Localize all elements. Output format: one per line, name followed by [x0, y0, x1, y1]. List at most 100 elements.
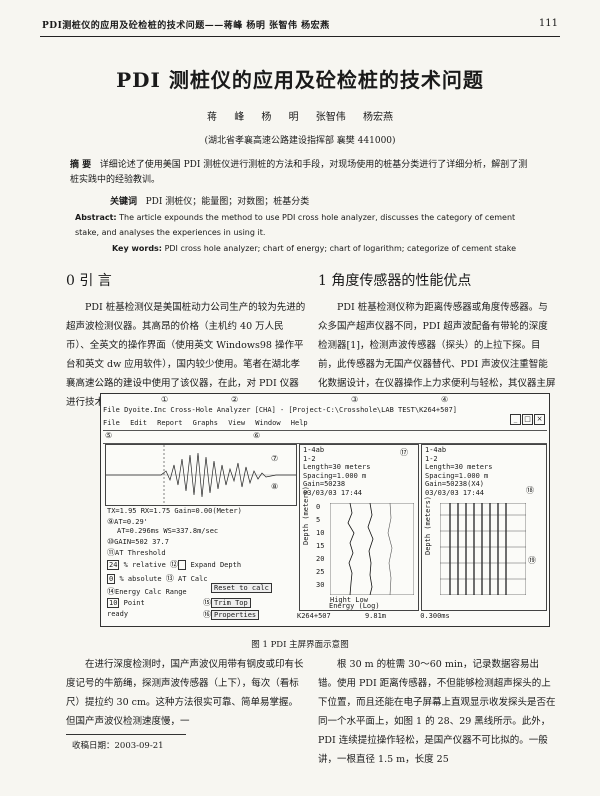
- depth-tick: 20: [316, 555, 325, 563]
- point-input[interactable]: 10: [107, 598, 120, 608]
- app-menu-bar: File Edit Report Graphs View Window Help: [103, 419, 308, 427]
- menu-report[interactable]: Report: [157, 419, 183, 427]
- callout-1: ①: [161, 395, 169, 404]
- abstract-cn: 摘 要 详细论述了使用美国 PDI 测桩仪进行测桩的方法和手段，对现场使用的桩基…: [70, 158, 530, 188]
- absolute-label: % absolute: [119, 575, 162, 583]
- figure-1-screenshot: ① ② ③ ④ File Dyoite.Inc Cross-Hole Analy…: [100, 393, 550, 627]
- abstract-en: Abstract: The article expounds the metho…: [75, 210, 530, 240]
- maximize-icon[interactable]: □: [522, 414, 533, 425]
- gain-value: GAIN=502 37.7: [114, 538, 169, 546]
- callout-11: ⑪: [107, 548, 115, 557]
- menu-file[interactable]: File: [103, 419, 120, 427]
- keywords-cn-text: PDI 测桩仪；能量图；对数图；桩基分类: [145, 197, 310, 207]
- depth-tick: 0: [316, 503, 321, 511]
- depth-axis-label-1: Depth (meters): [302, 485, 310, 545]
- relative-label: % relative: [123, 561, 166, 569]
- minimize-icon[interactable]: _: [510, 414, 521, 425]
- callout-19: ⑲: [528, 556, 536, 565]
- body-left-bottom: 在进行深度检测时，国产声波仪用带有钢皮或印有长度记号的牛筋绳，探测声波传感器（上…: [66, 659, 304, 727]
- keywords-en: Key words: PDI cross hole analyzer; char…: [112, 244, 516, 253]
- menu-window[interactable]: Window: [255, 419, 281, 427]
- params-line: TX=1.95 RX=1.75 Gain=0.00(Meter): [107, 507, 242, 515]
- waveform-plot: [105, 444, 297, 506]
- abstract-en-text: The article expounds the method to use P…: [75, 213, 516, 237]
- keywords-en-text: PDI cross hole analyzer; chart of energy…: [164, 244, 517, 253]
- menu-help[interactable]: Help: [290, 419, 308, 427]
- affiliation: (湖北省孝襄高速公路建设指挥部 襄樊 441000): [204, 136, 396, 146]
- energy-profile-plot-1: [330, 503, 414, 595]
- callout-12: ⑫: [170, 560, 179, 569]
- paper-title: PDI 测桩仪的应用及砼检桩的技术问题: [116, 68, 484, 92]
- pane-1-line: 03/03/03 17:44: [303, 488, 363, 497]
- close-icon[interactable]: ×: [534, 414, 545, 425]
- trim-top-label: Trim Top: [211, 598, 251, 608]
- expand-depth-label: Expand Depth: [190, 561, 242, 569]
- received-date: 收稿日期：2003-09-21: [72, 739, 164, 751]
- depth-tick: 10: [316, 529, 325, 537]
- depth-tick: 15: [316, 542, 325, 550]
- page-number: 111: [538, 18, 558, 29]
- point-label: Point: [123, 599, 145, 607]
- pane-2-info: 1-4ab 1-2 Length=30 meters Spacing=1.000…: [422, 445, 546, 498]
- depth-axis-label-2: Depth (meters): [424, 495, 432, 555]
- keywords-label: 关键词: [110, 197, 138, 207]
- keywords-en-label: Key words:: [112, 244, 163, 253]
- at-line: ⑨AT=0.29': [107, 517, 148, 526]
- relative-input[interactable]: 24: [107, 560, 120, 570]
- pane-1-line: Gain=50238: [303, 480, 346, 488]
- callout-14: ⑭: [107, 587, 115, 596]
- pane-1-line: 1-2: [303, 454, 316, 463]
- body-right-bottom: 根 30 m 的桩需 30～60 min，记录数据容易出错。使用 PDI 距离传…: [318, 659, 556, 765]
- profile-pane-1: 1-4ab 1-2 Length=30 meters Spacing=1.000…: [299, 444, 419, 611]
- profile-pane-2: 1-4ab 1-2 Length=30 meters Spacing=1.000…: [421, 444, 547, 611]
- section-0-heading: 0 引 言: [66, 273, 112, 289]
- absolute-input[interactable]: 0: [107, 574, 116, 584]
- at-calc-label: AT Calc: [178, 575, 208, 583]
- running-header: PDI测桩仪的应用及砼检桩的技术问题——蒋峰 杨明 张智伟 杨宏燕: [42, 21, 330, 31]
- pane-1-info: 1-4ab 1-2 Length=30 meters Spacing=1.000…: [300, 445, 418, 498]
- header-rule: [40, 14, 560, 37]
- at-threshold-label: AT Threshold: [115, 549, 166, 557]
- callout-13: ⑬: [165, 574, 174, 583]
- absolute-row: 0 % absolute ⑬ AT Calc: [107, 573, 208, 584]
- callout-16: ⑯: [203, 610, 211, 619]
- callout-4: ④: [441, 395, 449, 404]
- properties-label: Properties: [211, 610, 260, 620]
- pane-2-line: Length=30 meters: [425, 463, 493, 471]
- pane-2-line: 1-4ab: [425, 446, 447, 454]
- pane-2-line: Gain=50238(X4): [425, 480, 485, 488]
- expand-depth-checkbox[interactable]: [178, 560, 187, 570]
- legend-high-low: Hight Low: [330, 596, 368, 604]
- relative-row: 24 % relative ⑫ Expand Depth: [107, 559, 241, 570]
- menu-view[interactable]: View: [228, 419, 246, 427]
- energy-range: ⑭Energy Calc Range: [107, 586, 187, 597]
- legend-energy: Energy (Log): [329, 602, 380, 610]
- ready-status: ready: [107, 610, 129, 618]
- section-0-body: PDI 桩基检测仪是美国桩动力公司生产的较为先进的超声波检测仪器。其高昂的价格（…: [66, 302, 306, 408]
- window-controls: _□×: [509, 406, 545, 425]
- depth-tick: 25: [316, 568, 325, 576]
- depth-ticks-1: 0 5 10 15 20 25 30: [316, 501, 324, 592]
- reset-to-calc-button[interactable]: Reset to calc: [211, 583, 272, 593]
- status-depth: 9.81m: [364, 612, 387, 620]
- depth-tick: 30: [316, 581, 325, 589]
- pane-2-line: 1-2: [425, 454, 438, 463]
- depth-tick: 5: [316, 516, 321, 524]
- received-value: 2003-09-21: [114, 741, 164, 751]
- status-time: 0.300ms: [420, 612, 450, 620]
- point-row: 10 Point: [107, 598, 145, 608]
- status-station: K264+507: [297, 612, 331, 620]
- callout-8: ⑧: [271, 482, 279, 491]
- menu-edit[interactable]: Edit: [130, 419, 147, 427]
- callout-6: ⑥: [253, 431, 261, 440]
- at-threshold: ⑪AT Threshold: [107, 547, 166, 558]
- pane-1-line: Length=30 meters: [303, 463, 371, 471]
- at-sub: AT=0.296ms WS=337.8m/sec: [117, 527, 219, 535]
- callout-7: ⑦: [271, 454, 279, 463]
- callout-9: ⑨: [107, 517, 115, 526]
- menu-graphs[interactable]: Graphs: [192, 419, 218, 427]
- section-1-heading: 1 角度传感器的性能优点: [318, 273, 472, 289]
- callout-15: ⑮: [203, 598, 211, 607]
